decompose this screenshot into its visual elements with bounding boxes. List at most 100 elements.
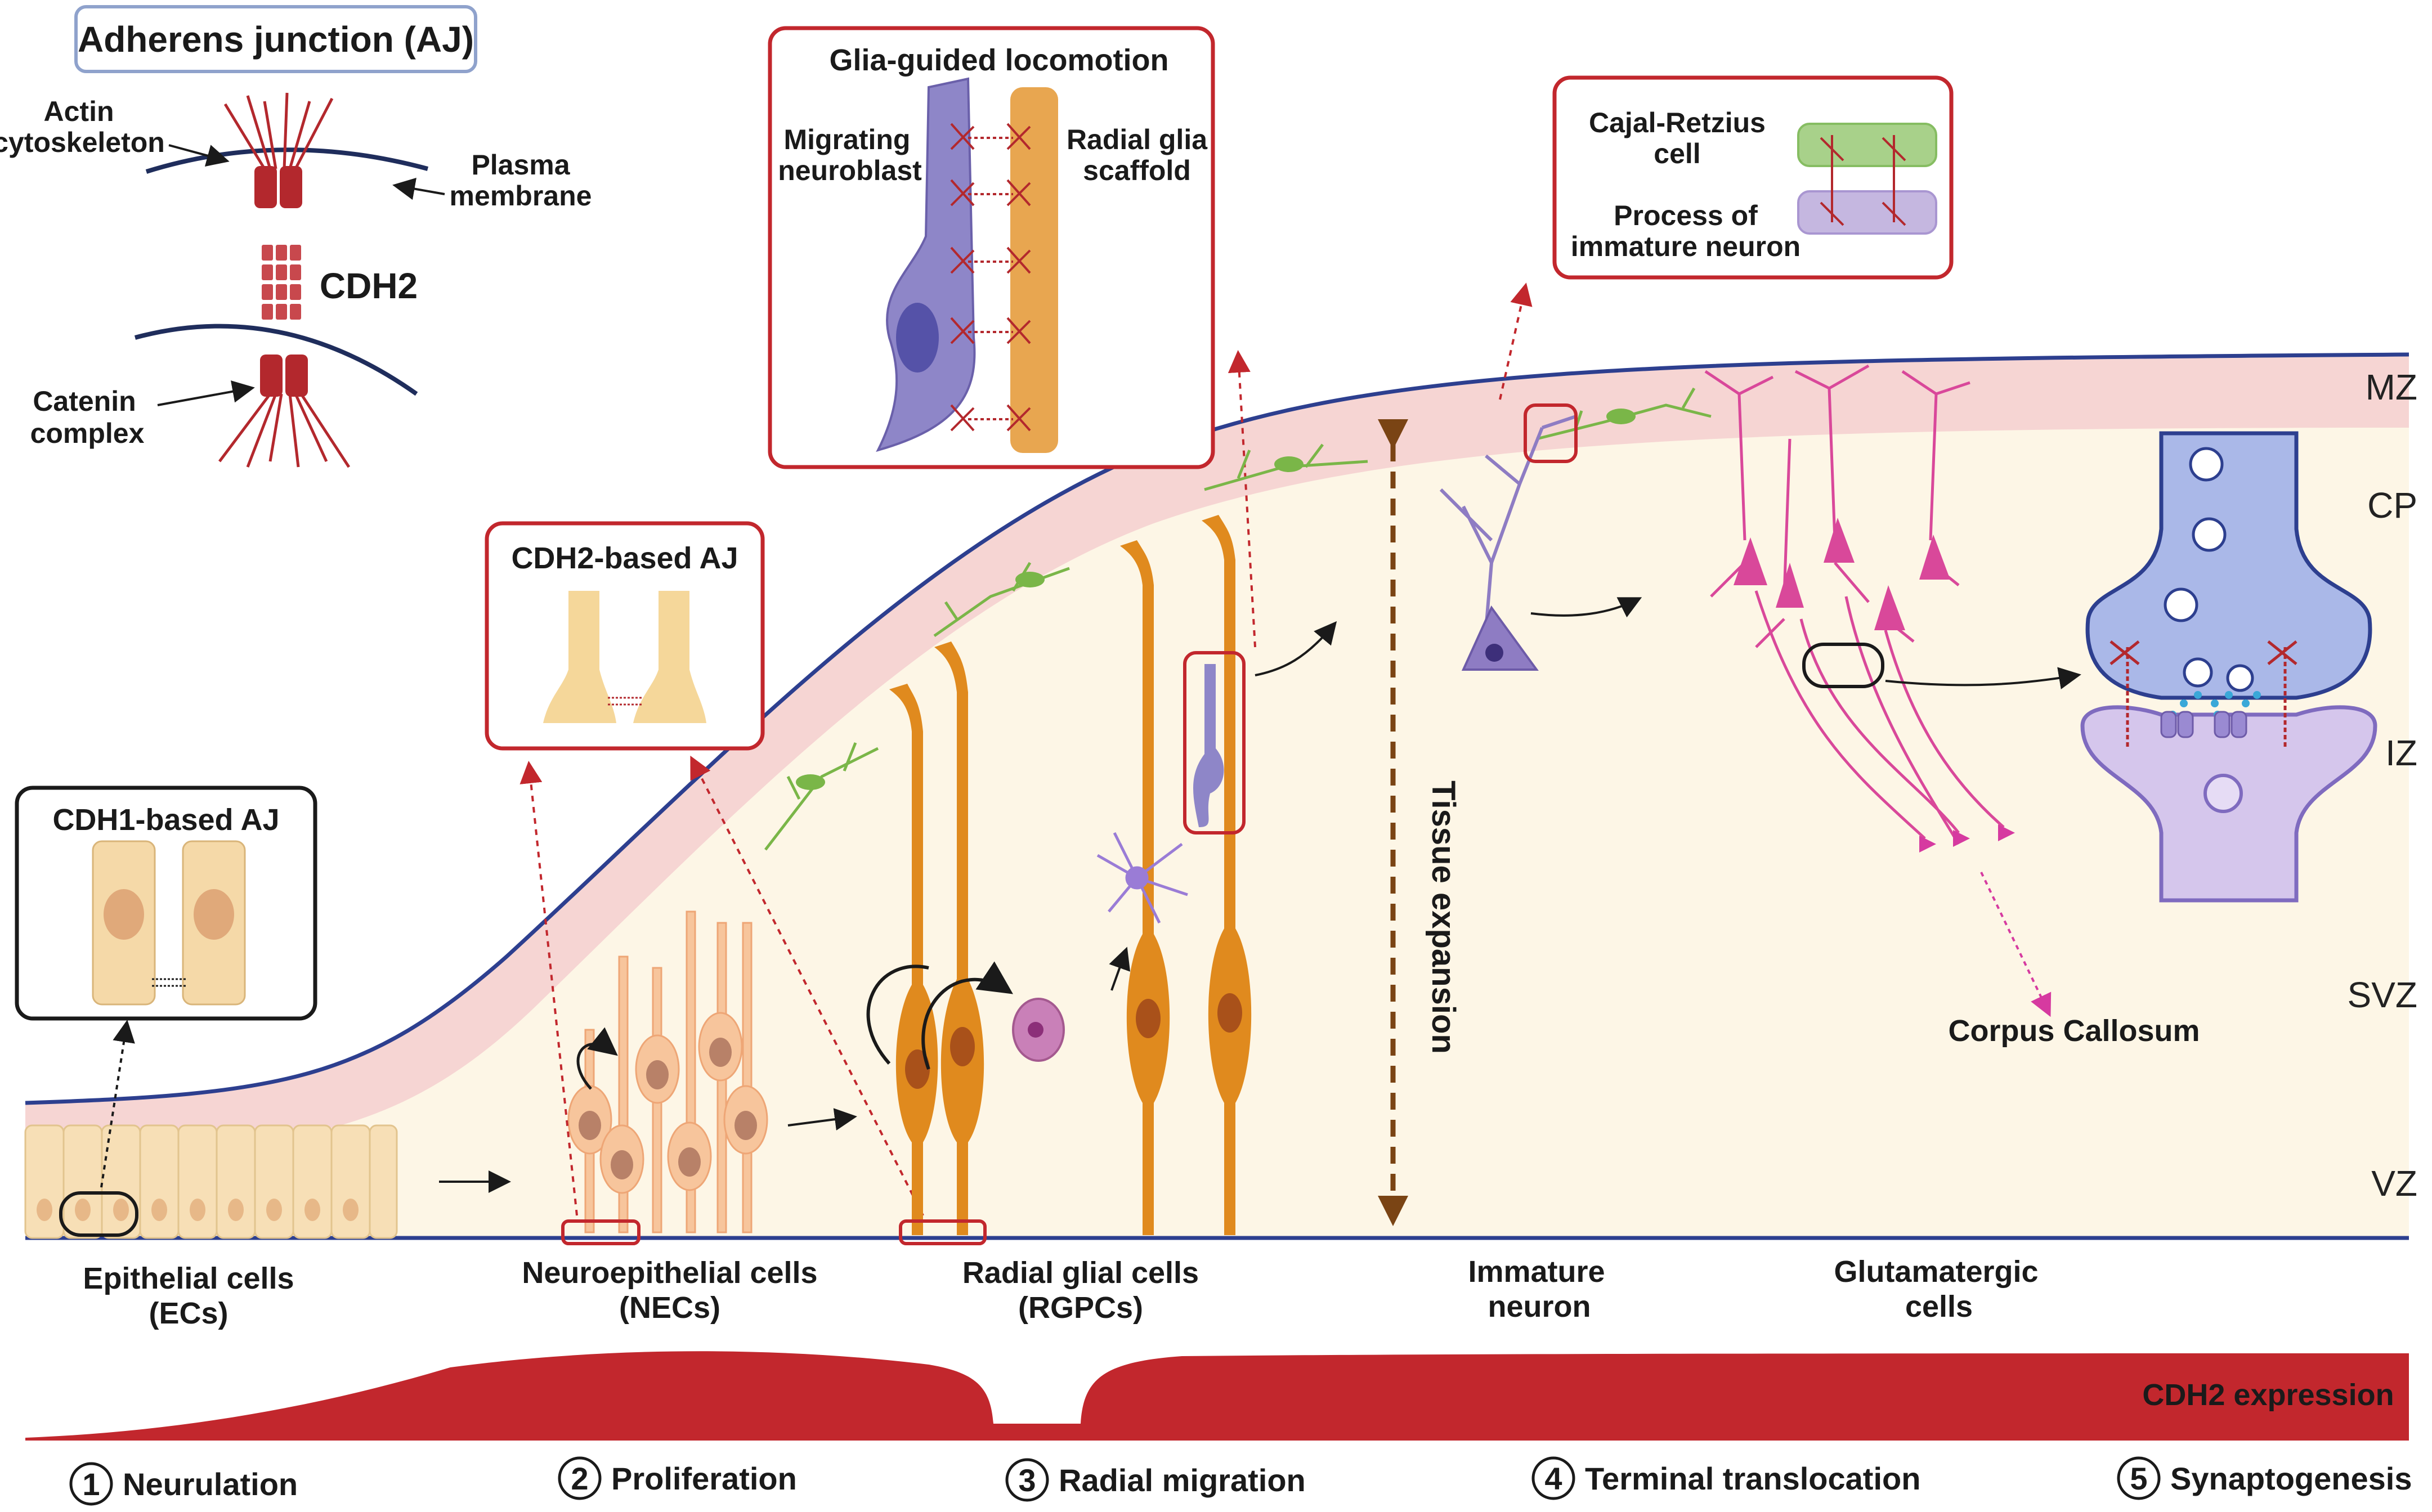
label-membrane-1: Plasma: [471, 149, 570, 181]
stage-3-label: Radial migration: [1059, 1462, 1306, 1498]
expression-label: CDH2 expression: [2142, 1378, 2394, 1412]
neuroblast-on-rg: [1193, 664, 1224, 827]
stage-5-label: Synaptogenesis: [2170, 1461, 2412, 1496]
label-process-2: immature neuron: [1571, 231, 1801, 262]
zone-cp: CP: [2367, 485, 2417, 526]
stage-5-num: 5: [2130, 1461, 2147, 1496]
immature-neuron-soma: [1461, 605, 1539, 671]
label-glut-2: cells: [1905, 1290, 1973, 1323]
synaptic-vesicles: [2164, 447, 2254, 692]
cdh2-box-title: CDH2-based AJ: [511, 541, 738, 575]
label-membrane-2: membrane: [450, 180, 592, 212]
expression-profile: [25, 1351, 2409, 1441]
rgpc-division-arrows: [866, 966, 1007, 1070]
corpus-callosum-label: Corpus Callosum: [1948, 1014, 2200, 1048]
label-immature-2: neuron: [1488, 1290, 1591, 1323]
adherens-junction-panel: Adherens junction (AJ) Actin cytoskeleto…: [0, 5, 592, 468]
label-ec-1: Epithelial cells: [83, 1262, 294, 1295]
cdh1-aj-box: CDH1-based AJ: [15, 786, 317, 1021]
label-catenin-2: complex: [30, 418, 145, 449]
zone-vz: VZ: [2371, 1163, 2417, 1204]
cdh2-expression-track: CDH2 expression: [25, 1351, 2409, 1441]
stage-1: 1 Neurulation: [69, 1462, 298, 1506]
rgpc-3: [1120, 540, 1170, 1235]
catenin-block-top-right: [280, 166, 302, 208]
radial-glia-scaffold: [1010, 87, 1058, 453]
cdh1-nucleus-left: [104, 889, 144, 940]
endocytic-vesicle: [2203, 774, 2243, 813]
label-migrating-1: Migrating: [784, 124, 911, 155]
label-actin-1: Actin: [44, 96, 114, 127]
immature-process-swatch: [1797, 190, 1937, 235]
label-actin-2: cytoskeleton: [0, 127, 165, 158]
catenin-block-bottom-right: [285, 355, 308, 397]
arrow-nec-to-cdh2-box: [519, 761, 578, 1216]
ec-junction-highlight: [59, 1191, 138, 1237]
cr-junctions: [1820, 135, 1906, 226]
presynaptic-terminal: [2085, 431, 2372, 700]
cdh1-box-title: CDH1-based AJ: [52, 803, 279, 837]
catenin-block-bottom-left: [260, 355, 283, 397]
label-rgpc-1: Radial glial cells: [962, 1256, 1199, 1290]
tissue-expansion-label: Tissue expansion: [1425, 780, 1462, 1054]
label-glut-1: Glutamatergic: [1834, 1255, 2038, 1289]
pial-surface: [25, 352, 2409, 1105]
cajal-retzius-box: Cajal-Retzius cell Process of immature n…: [1552, 75, 1954, 280]
actin-fibers-top: [223, 92, 334, 170]
cdh2-dimers: [262, 245, 301, 320]
arrow-to-immature: [1255, 621, 1337, 676]
synapse-highlight: [1802, 643, 1884, 688]
stage-4: 4 Terminal translocation: [1531, 1456, 1920, 1500]
immature-junction-highlight: [1524, 403, 1578, 463]
glia-box-title: Glia-guided locomotion: [830, 43, 1169, 77]
zone-iz: IZ: [2385, 733, 2417, 773]
arrow-immature-to-glut: [1530, 597, 1642, 618]
stage-3-num: 3: [1018, 1462, 1036, 1498]
cdh2-aj-box: CDH2-based AJ: [485, 521, 765, 751]
aj-title-box: [74, 5, 477, 73]
cell-labels: Epithelial cells (ECs) Neuroepithelial c…: [83, 1255, 2038, 1330]
arrow-to-synapse: [1885, 667, 2081, 689]
glutamatergic-somata: [1734, 518, 1950, 630]
label-catenin-1: Catenin: [33, 385, 136, 417]
arrow-catenin: [157, 380, 255, 406]
arrow-progenitor-to-multipolar: [1109, 946, 1131, 991]
label-nec-1: Neuroepithelial cells: [522, 1256, 817, 1290]
multipolar-neuron: [1096, 832, 1188, 924]
zone-labels: MZ CP IZ SVZ VZ: [2348, 367, 2417, 1204]
stage-2-label: Proliferation: [611, 1461, 797, 1496]
immature-neuron: [1439, 403, 1578, 671]
nec-junction-highlight: [561, 1219, 641, 1245]
glutamatergic-axon-tips: [1919, 824, 2015, 853]
arrow-to-corpus-callosum: [1980, 872, 2052, 1017]
glia-box-frame: [768, 26, 1215, 469]
cdh1-junction: [152, 978, 186, 987]
rgpc-junction-highlight: [899, 1219, 987, 1245]
zone-mz: MZ: [2366, 367, 2417, 407]
cdh2-box-junction: [608, 697, 642, 706]
label-rgpc-2: (RGPCs): [1018, 1291, 1143, 1325]
rgpc-2: [934, 641, 984, 1235]
cdh2-cell-right: [633, 591, 706, 723]
label-cajal-1: Cajal-Retzius: [1589, 107, 1766, 138]
locomotion-highlight: [1183, 651, 1246, 834]
aj-title: Adherens junction (AJ): [78, 19, 474, 60]
label-nec-2: (NECs): [619, 1291, 720, 1325]
actin-fibers-bottom: [218, 393, 351, 468]
cdh1-nucleus-right: [194, 889, 234, 940]
cdh2-cell-left: [543, 591, 616, 723]
label-cdh2: CDH2: [320, 266, 418, 306]
stage-1-label: Neurulation: [123, 1466, 298, 1502]
cajal-retzius-somata: [796, 409, 1636, 790]
stage-3: 3 Radial migration: [1005, 1458, 1306, 1502]
epithelial-cells: [24, 1020, 398, 1239]
stage-4-label: Terminal translocation: [1585, 1461, 1920, 1496]
nec-division-arrow: [576, 1027, 618, 1090]
label-immature-1: Immature: [1468, 1255, 1605, 1289]
label-process-1: Process of: [1614, 200, 1758, 231]
neuroepithelial-cells: [561, 910, 768, 1245]
catenin-block-top-left: [254, 166, 277, 208]
receptors: [2160, 711, 2247, 738]
arrow-ec-to-cdh1: [100, 1020, 135, 1188]
